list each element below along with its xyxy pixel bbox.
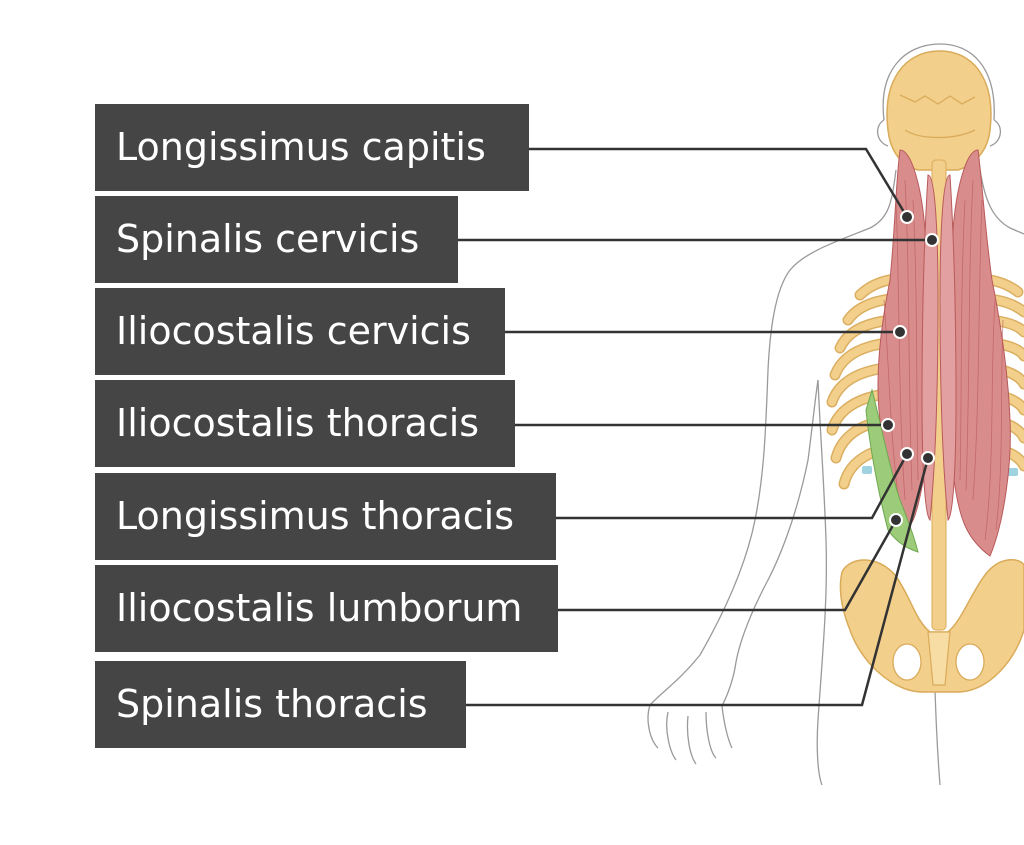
pointer-dot [921, 451, 935, 465]
leader-line-spinalis-thoracis [466, 457, 930, 707]
pointer-dot [881, 418, 895, 432]
label-spinalis-thoracis: Spinalis thoracis [95, 661, 466, 748]
pointer-dot [900, 447, 914, 461]
pointer-dot [893, 325, 907, 339]
label-iliocostalis-cervicis: Iliocostalis cervicis [95, 288, 505, 375]
leader-line-longissimus-thoracis [556, 453, 909, 520]
label-iliocostalis-thoracis: Iliocostalis thoracis [95, 380, 515, 467]
body-outline [647, 43, 1024, 786]
leader-line-iliocostalis-lumborum [558, 519, 898, 612]
leader-line-longissimus-capitis [529, 147, 909, 218]
pelvis [839, 559, 1024, 693]
label-longissimus-capitis: Longissimus capitis [95, 104, 529, 191]
label-iliocostalis-lumborum: Iliocostalis lumborum [95, 565, 558, 652]
label-spinalis-cervicis: Spinalis cervicis [95, 196, 458, 283]
iliocostalis-lumborum-muscle [865, 388, 919, 553]
pointer-dot [889, 513, 903, 527]
muscle-fibers [883, 179, 1004, 541]
label-longissimus-thoracis: Longissimus thoracis [95, 473, 556, 560]
pointer-dots [881, 210, 939, 527]
pointer-dot [925, 233, 939, 247]
leader-lines [458, 147, 932, 707]
pointer-dot [900, 210, 914, 224]
